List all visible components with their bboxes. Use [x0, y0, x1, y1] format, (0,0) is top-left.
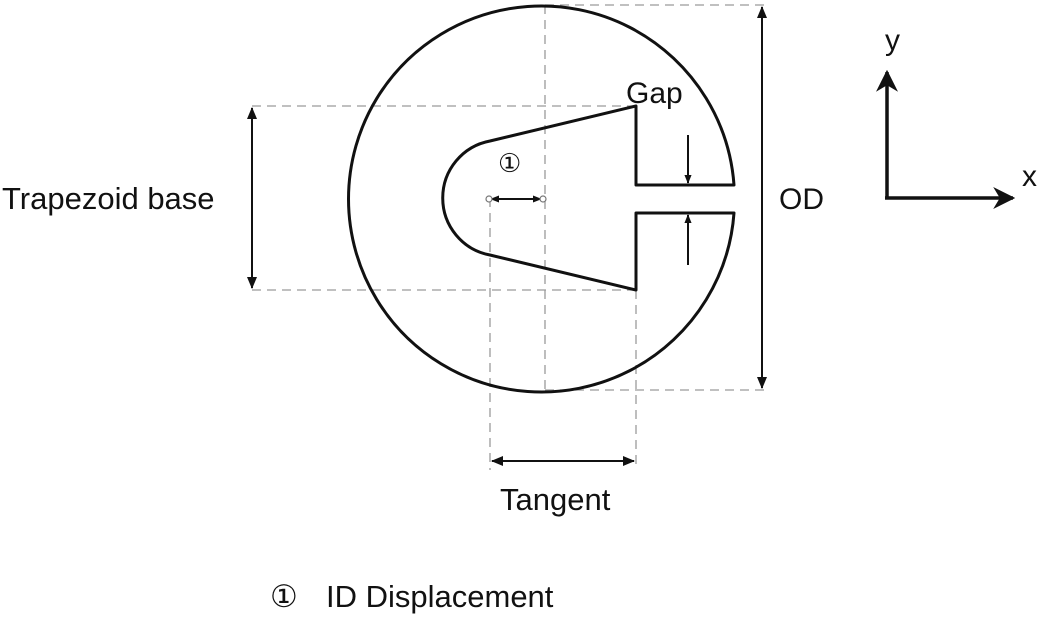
trapezoid-base-label: Trapezoid base — [2, 181, 215, 216]
c-ring-outline — [347, 4, 736, 394]
id-displacement-right-point — [539, 195, 547, 203]
dashed-reference-lines — [252, 4, 770, 470]
legend: ① ID Displacement — [270, 579, 554, 614]
id-displacement-left-point — [485, 195, 493, 203]
axis-x-label: x — [1022, 160, 1037, 193]
od-label: OD — [779, 183, 824, 216]
axis-y-label: y — [885, 24, 900, 57]
coordinate-axes — [876, 69, 1016, 209]
legend-marker: ① — [270, 579, 298, 614]
legend-text: ID Displacement — [326, 579, 554, 614]
gap-label: Gap — [626, 77, 683, 110]
marker-one-label: ① — [498, 148, 521, 178]
tangent-label: Tangent — [500, 482, 611, 517]
